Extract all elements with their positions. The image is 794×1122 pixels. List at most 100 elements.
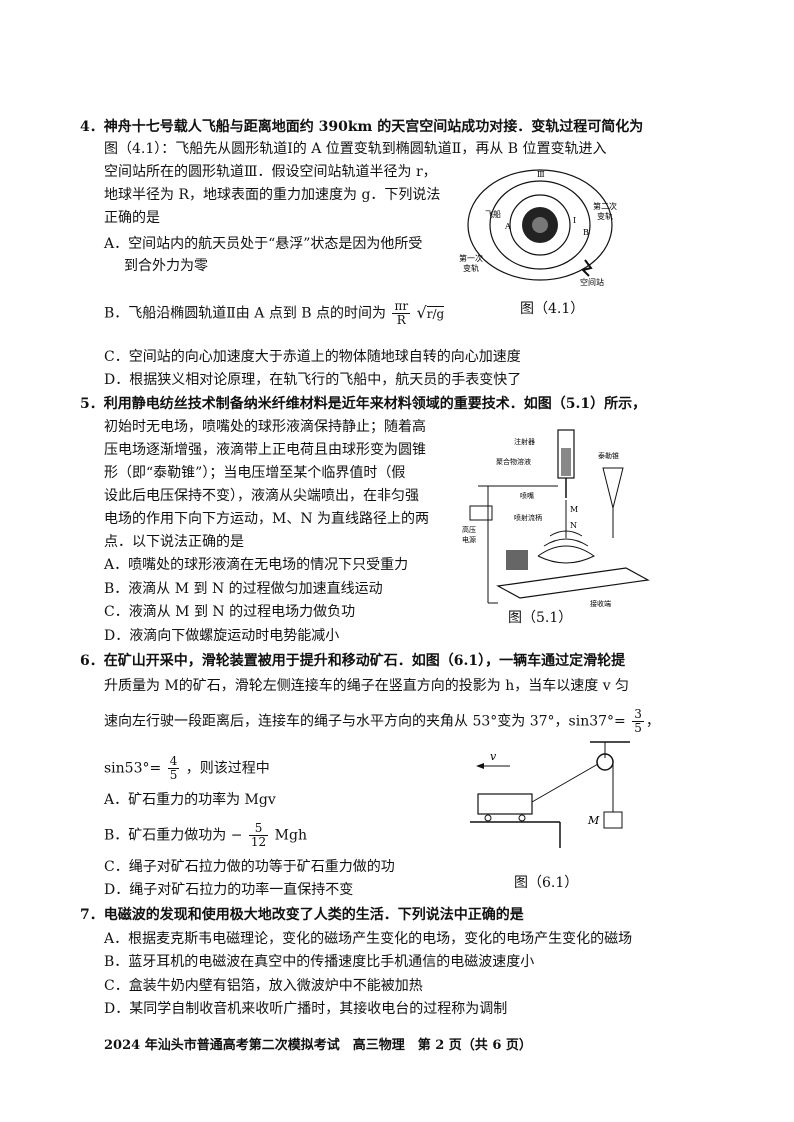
- label-solution: 聚合物溶液: [496, 457, 531, 466]
- label-station: 空间站: [580, 277, 604, 287]
- q5-stem-line-5: 设此后电压保持不变），液滴从尖端喷出，在非匀强: [104, 488, 419, 504]
- q7-option-c: C．盒装牛奶内壁有铝箔，放入微波炉中不能被加热: [104, 978, 423, 994]
- figure-6-1-caption: 图（6.1）: [514, 875, 579, 891]
- q6-option-b-num: 5: [248, 822, 269, 836]
- q6-stem-line-4: sin53°= 4 5 ，则该过程中: [104, 755, 270, 782]
- q4-stem-line-3: 空间站所在的圆形轨道Ⅲ．假设空间站轨道半径为 r，: [104, 164, 437, 180]
- label-first-1: 第一次: [459, 253, 483, 263]
- label-ring-i: I: [573, 216, 576, 225]
- q4-stem-line-2: 图（4.1）：飞船先从圆形轨道Ⅰ的 A 位置变轨到椭圆轨道Ⅱ，再从 B 位置变轨…: [104, 141, 607, 157]
- label-second-2: 变轨: [597, 211, 613, 221]
- label-first-2: 变轨: [463, 263, 479, 273]
- taylor-cone-inset: [602, 467, 624, 509]
- ore-block: [603, 811, 623, 829]
- q4-stem-line-4: 地球半径为 R，地球表面的重力加速度为 g．下列说法: [104, 187, 441, 203]
- q4-stem-line-5: 正确的是: [104, 210, 160, 226]
- label-taylor-cone: 泰勒锥: [598, 451, 619, 460]
- q6-option-b-post: Mgh: [274, 827, 307, 844]
- figure-5-1-caption: 图（5.1）: [508, 610, 573, 626]
- q4-option-b-sqrt-arg: r/g: [426, 305, 445, 321]
- label-v: v: [490, 750, 497, 763]
- station-icon: [581, 259, 593, 277]
- q4-stem-line-1: 4．神舟十七号载人飞船与距离地面约 390km 的天宫空间站成功对接．变轨过程可…: [80, 119, 644, 135]
- q7-option-b: B．蓝牙耳机的电磁波在真空中的传播速度比手机通信的电磁波速度小: [104, 954, 535, 970]
- q6-option-b-den: 12: [250, 835, 267, 849]
- rope-to-car: [531, 763, 599, 803]
- car-body: [477, 793, 533, 815]
- hv-source-box: [469, 505, 493, 521]
- q5-option-c: C．液滴从 M 到 N 的过程电场力做负功: [104, 604, 356, 620]
- q6-sin37-fraction: 3 5: [632, 708, 644, 735]
- q6-option-a: A．矿石重力的功率为 Mgv: [104, 792, 276, 808]
- q5-stem-line-7: 点．以下说法正确的是: [104, 534, 244, 550]
- figure-4-1-caption: 图（4.1）: [520, 301, 585, 317]
- q7-option-d: D．某同学自制收音机来收听广播时，其接收电台的过程称为调制: [104, 1001, 508, 1017]
- q4-option-a-line-1: A．空间站内的航天员处于“悬浮”状态是因为他所受: [104, 236, 423, 252]
- q4-option-d: D．根据狭义相对论原理，在轨飞行的飞船中，航天员的手表变快了: [104, 372, 522, 388]
- label-mass: M: [587, 814, 600, 827]
- q5-option-a: A．喷嘴处的球形液滴在无电场的情况下只受重力: [104, 557, 409, 573]
- q6-stem-line-4-post: ，则该过程中: [185, 760, 270, 777]
- label-ring-iii: Ⅲ: [537, 170, 545, 179]
- orbit-diagram: 飞船 第一次 变轨 第二次 变轨 空间站 Ⅲ I A B: [459, 169, 617, 287]
- earth-core: [532, 217, 548, 233]
- q5-stem-line-3: 压电场逐渐增强，液滴带上正电荷且由球形变为圆锥: [104, 442, 426, 458]
- q6-stem-line-3-text: 速向左行驶一段距离后，连接车的绳子与水平方向的夹角从 53°变为 37°，sin…: [104, 713, 626, 730]
- label-ship: 飞船: [485, 209, 501, 219]
- q6-stem-line-3: 速向左行驶一段距离后，连接车的绳子与水平方向的夹角从 53°变为 37°，sin…: [104, 707, 660, 735]
- q6-sin53-den: 5: [169, 768, 178, 782]
- q6-option-d: D．绳子对矿石拉力的功率一直保持不变: [104, 882, 354, 898]
- page-footer: 2024 年汕头市普通高考第二次模拟考试 高三物理 第 2 页（共 6 页）: [104, 1038, 532, 1053]
- fiber-mat: [506, 550, 528, 570]
- label-second-1: 第二次: [593, 201, 617, 211]
- q6-stem-line-2: 升质量为 M的矿石，滑轮左侧连接车的绳子在竖直方向的投影为 h，当车以速度 v …: [104, 678, 630, 694]
- label-hv-2: 电源: [462, 535, 476, 544]
- label-syringe: 注射器: [514, 437, 535, 446]
- label-point-b: B: [583, 228, 589, 237]
- q4-option-a-line-2: 到合外力为零: [124, 258, 208, 274]
- q4-option-b-fraction: πr R: [392, 299, 411, 327]
- q6-sin53-label: sin53°=: [104, 760, 162, 777]
- collector-plate: [496, 567, 650, 599]
- q7-option-a: A．根据麦克斯韦电磁理论，变化的磁场产生变化的电场，变化的电场产生变化的磁场: [104, 931, 633, 947]
- q6-option-b-fraction: 5 12: [248, 822, 269, 849]
- q4-option-b-text: B．飞船沿椭圆轨道Ⅱ由 A 点到 B 点的时间为: [104, 305, 387, 322]
- q5-stem-line-6: 电场的作用下向下方运动，M、N 为直线路径上的两: [104, 511, 430, 527]
- q6-option-b-text: B．矿石重力做功为 −: [104, 827, 243, 844]
- q6-sin37-den: 5: [634, 721, 642, 735]
- car-wheel-right: [518, 814, 526, 822]
- q6-stem-line-1: 6．在矿山开采中，滑轮装置被用于提升和移动矿石．如图（6.1），一辆车通过定滑轮…: [80, 653, 626, 669]
- q5-stem-line-2: 初始时无电场，喷嘴处的球形液滴保持静止；随着高: [104, 419, 426, 435]
- q6-option-c: C．绳子对矿石拉力做的功等于矿石重力做的功: [104, 859, 395, 875]
- label-jet: 喷射流柄: [514, 513, 542, 522]
- polymer-solution: [561, 448, 571, 476]
- q5-stem-line-4: 形（即“泰勒锥”）；当电压增至某个临界值时（假: [104, 465, 406, 481]
- q4-option-c: C．空间站的向心加速度大于赤道上的物体随地球自转的向心加速度: [104, 349, 521, 365]
- q6-sin53-num: 4: [167, 754, 180, 769]
- q5-stem-line-1: 5．利用静电纺丝技术制备纳米纤维材料是近年来材料领域的重要技术．如图（5.1）所…: [80, 396, 647, 412]
- q5-option-b: B．液滴从 M 到 N 的过程做匀加速直线运动: [104, 581, 383, 597]
- label-point-a: A: [504, 222, 511, 231]
- q4-option-b-sqrt: √r/g: [416, 302, 445, 322]
- q7-stem: 7．电磁波的发现和使用极大地改变了人类的生活．下列说法中正确的是: [80, 907, 524, 923]
- pulley-diagram: v M: [470, 741, 630, 848]
- orbit-i: [509, 194, 571, 256]
- q5-option-d: D．液滴向下做螺旋运动时电势能减小: [104, 628, 340, 644]
- label-hv-1: 高压: [462, 525, 476, 534]
- velocity-arrowhead: [476, 763, 484, 769]
- label-point-m: M: [570, 505, 578, 514]
- orbit-ii: [489, 180, 591, 270]
- label-point-n: N: [570, 521, 577, 530]
- q6-sin37-num: 3: [632, 707, 644, 722]
- spiral-jet: [537, 530, 595, 564]
- label-nozzle: 喷嘴: [520, 491, 534, 500]
- electrospinning-diagram: 注射器 聚合物溶液 泰勒锥 喷嘴 喷射流柄 高压 电源 接收端 M N: [462, 429, 650, 608]
- q6-option-b: B．矿石重力做功为 − 5 12 Mgh: [104, 822, 307, 849]
- q4-option-b-num: πr: [392, 299, 411, 314]
- q4-option-b: B．飞船沿椭圆轨道Ⅱ由 A 点到 B 点的时间为 πr R √r/g: [104, 299, 445, 327]
- q4-option-b-den: R: [396, 313, 406, 327]
- label-collector: 接收端: [590, 599, 611, 608]
- car-wheel-left: [484, 814, 492, 822]
- q6-sin53-fraction: 4 5: [167, 754, 180, 782]
- orbit-iii: [467, 169, 613, 281]
